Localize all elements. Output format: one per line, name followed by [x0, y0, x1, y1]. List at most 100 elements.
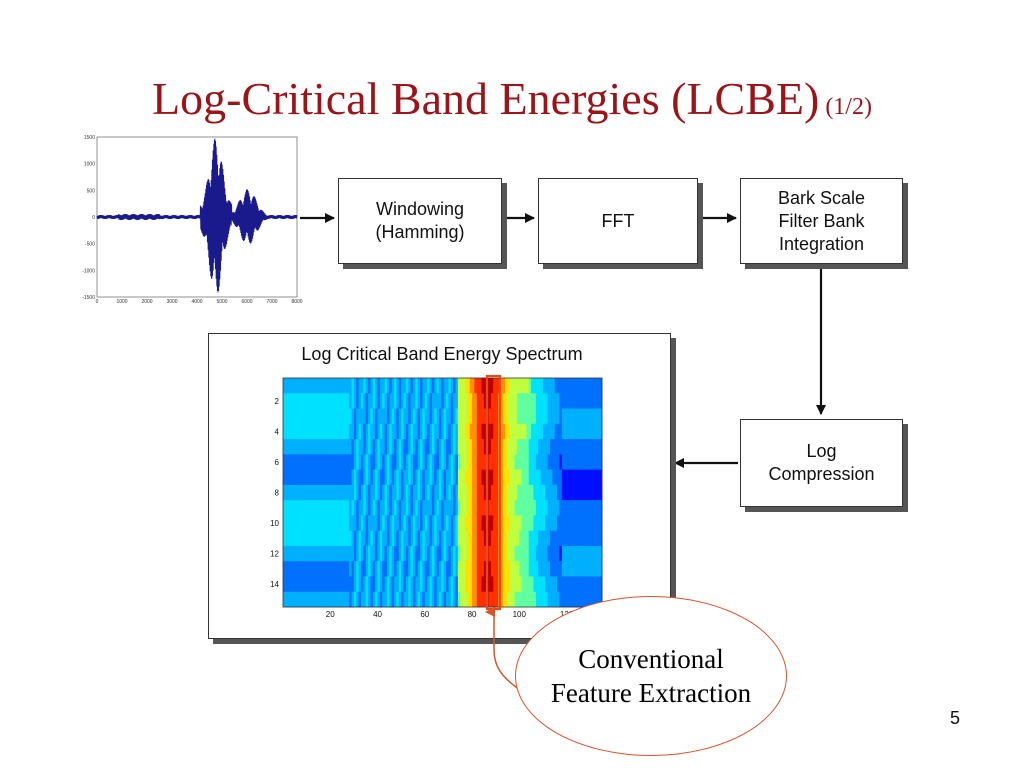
heatmap-cell [372, 408, 376, 425]
heatmap-cell [483, 500, 487, 516]
heatmap-cell [294, 393, 298, 409]
heatmap-cell [521, 591, 525, 608]
heatmap-cell [500, 378, 504, 394]
heatmap-cell [564, 439, 567, 455]
heatmap-cell [316, 500, 319, 516]
heatmap-cell [462, 561, 466, 577]
heatmap-cell [327, 393, 331, 409]
heatmap-cell [540, 500, 544, 516]
heatmap-cell [292, 378, 296, 394]
heatmap-cell [297, 439, 300, 455]
heatmap-cell [512, 561, 515, 577]
heatmap-cell [408, 591, 411, 608]
heatmap-cell [360, 423, 364, 440]
heatmap-cell [429, 408, 433, 425]
heatmap-cell [571, 545, 575, 562]
heatmap-cell [554, 484, 558, 501]
heatmap-cell [422, 591, 426, 608]
heatmap-cell [512, 484, 515, 501]
heatmap-cell [427, 439, 430, 455]
heatmap-cell [285, 545, 289, 562]
heatmap-cell [408, 439, 411, 455]
heatmap-cell [294, 545, 298, 562]
heatmap-cell [323, 393, 326, 409]
heatmap-cell [542, 591, 546, 608]
heatmap-cell [323, 500, 326, 516]
heatmap-cell [337, 591, 341, 608]
waveform-y-tick: 0 [92, 215, 95, 221]
heatmap-cell [566, 561, 570, 577]
heatmap-cell [554, 408, 558, 425]
heatmap-cell [405, 439, 409, 455]
heatmap-cell [533, 484, 537, 501]
heatmap-cell [363, 484, 367, 501]
heatmap-cell [578, 561, 582, 577]
heatmap-cell [339, 393, 343, 409]
heatmap-cell [386, 500, 390, 516]
heatmap-cell [299, 423, 303, 440]
heatmap-cell [394, 469, 397, 486]
heatmap-cell [382, 484, 385, 501]
heatmap-cell [318, 378, 322, 394]
heatmap-cell [396, 393, 400, 409]
heatmap-cell [538, 378, 541, 394]
heatmap-cell [535, 576, 539, 593]
heatmap-cell [424, 423, 428, 440]
heatmap-cell [420, 576, 423, 593]
heatmap-cell [457, 469, 461, 486]
heatmap-cell [342, 393, 345, 409]
heatmap-cell [448, 484, 452, 501]
heatmap-cell [379, 530, 383, 547]
heatmap-cell [294, 408, 298, 425]
heatmap-cell [398, 484, 402, 501]
heatmap-cell [396, 591, 400, 608]
heatmap-cell [500, 393, 504, 409]
heatmap-cell [339, 561, 343, 577]
heatmap-cell [509, 454, 513, 470]
heatmap-cell [479, 454, 482, 470]
heatmap-cell [344, 393, 348, 409]
heatmap-cell [412, 576, 416, 593]
heatmap-cell [505, 469, 508, 486]
heatmap-cell [594, 393, 598, 409]
heatmap-cell [576, 469, 579, 486]
heatmap-cell [389, 393, 393, 409]
heatmap-cell [597, 378, 601, 394]
heatmap-cell [505, 408, 508, 425]
heatmap-cell [566, 423, 570, 440]
heatmap-cell [405, 408, 409, 425]
heatmap-cell [351, 423, 355, 440]
heatmap-cell [552, 469, 556, 486]
heatmap-cell [538, 439, 541, 455]
heatmap-cell [313, 454, 317, 470]
heatmap-cell [505, 484, 508, 501]
heatmap-cell [448, 545, 452, 562]
heatmap-cell [308, 393, 312, 409]
heatmap-cell [547, 484, 551, 501]
heatmap-cell [457, 423, 461, 440]
heatmap-cell [283, 408, 286, 425]
heatmap-cell [391, 469, 395, 486]
heatmap-cell [590, 515, 593, 532]
heatmap-cell [488, 378, 492, 394]
heatmap-cell [358, 515, 362, 532]
heatmap-cell [304, 530, 308, 547]
heatmap-cell [408, 423, 411, 440]
heatmap-cell [587, 378, 591, 394]
heatmap-cell [479, 561, 482, 577]
heatmap-cell [446, 591, 449, 608]
heatmap-cell [318, 454, 322, 470]
heatmap-cell [408, 393, 411, 409]
heatmap-cell [344, 439, 348, 455]
heatmap-cell [308, 561, 312, 577]
heatmap-cell [294, 469, 298, 486]
heatmap-cell [424, 500, 428, 516]
heatmap-cell [386, 393, 390, 409]
heatmap-cell [424, 484, 428, 501]
heatmap-cell [490, 500, 494, 516]
heatmap-cell [450, 515, 454, 532]
heatmap-cell [547, 515, 551, 532]
heatmap-cell [337, 439, 341, 455]
heatmap-cell [436, 439, 440, 455]
heatmap-cell [285, 561, 289, 577]
